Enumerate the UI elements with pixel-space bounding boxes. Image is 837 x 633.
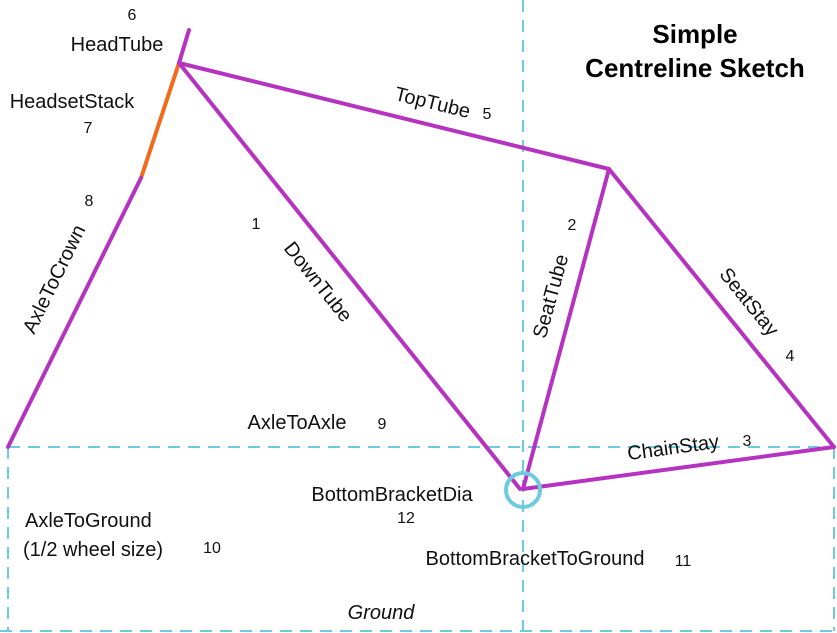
chain-stay-label: ChainStay	[626, 431, 720, 465]
down-tube-label: DownTube	[279, 238, 356, 327]
down-tube	[177, 61, 522, 491]
title-line-1: Simple	[652, 19, 737, 49]
headset-stack	[139, 61, 181, 180]
bottom-bracket-to-ground-label: BottomBracketToGround	[426, 548, 645, 570]
axle-to-crown	[6, 176, 143, 449]
top-tube	[177, 61, 611, 171]
down-tube-number: 1	[252, 216, 261, 233]
axle-to-axle-number: 9	[378, 416, 387, 433]
seat-stay	[607, 167, 836, 449]
bottom-bracket-circle	[504, 471, 542, 509]
axle-to-ground-number: 10	[203, 540, 221, 557]
head-tube-number: 6	[128, 7, 137, 24]
ground-label: Ground	[348, 602, 416, 624]
axle-to-axle-label: AxleToAxle	[248, 412, 347, 434]
axle-to-crown-number: 8	[85, 193, 94, 210]
seat-tube-number: 2	[568, 217, 577, 234]
bottom-bracket-dia-label: BottomBracketDia	[311, 484, 473, 506]
seat-tube	[521, 167, 611, 491]
seat-stay-number: 4	[786, 348, 795, 365]
bottom-bracket-dia-number: 12	[397, 510, 415, 527]
seat-stay-label: SeatStay	[715, 264, 783, 341]
chain-stay-number: 3	[743, 433, 752, 450]
head-tube	[177, 28, 191, 65]
axle-to-crown-label: AxleToCrown	[19, 222, 90, 338]
frame-tubes	[6, 28, 836, 491]
title-line-2: Centreline Sketch	[585, 53, 805, 83]
top-tube-number: 5	[483, 106, 492, 123]
axle-to-ground-sublabel: (1/2 wheel size)	[23, 539, 163, 561]
bottom-bracket-to-ground-number: 11	[675, 553, 692, 570]
chain-stay	[521, 445, 836, 491]
axle-to-ground-label: AxleToGround	[25, 510, 152, 532]
headset-stack-label: HeadsetStack	[10, 91, 136, 113]
head-tube-label: HeadTube	[71, 34, 164, 56]
headset-stack-number: 7	[84, 120, 93, 137]
